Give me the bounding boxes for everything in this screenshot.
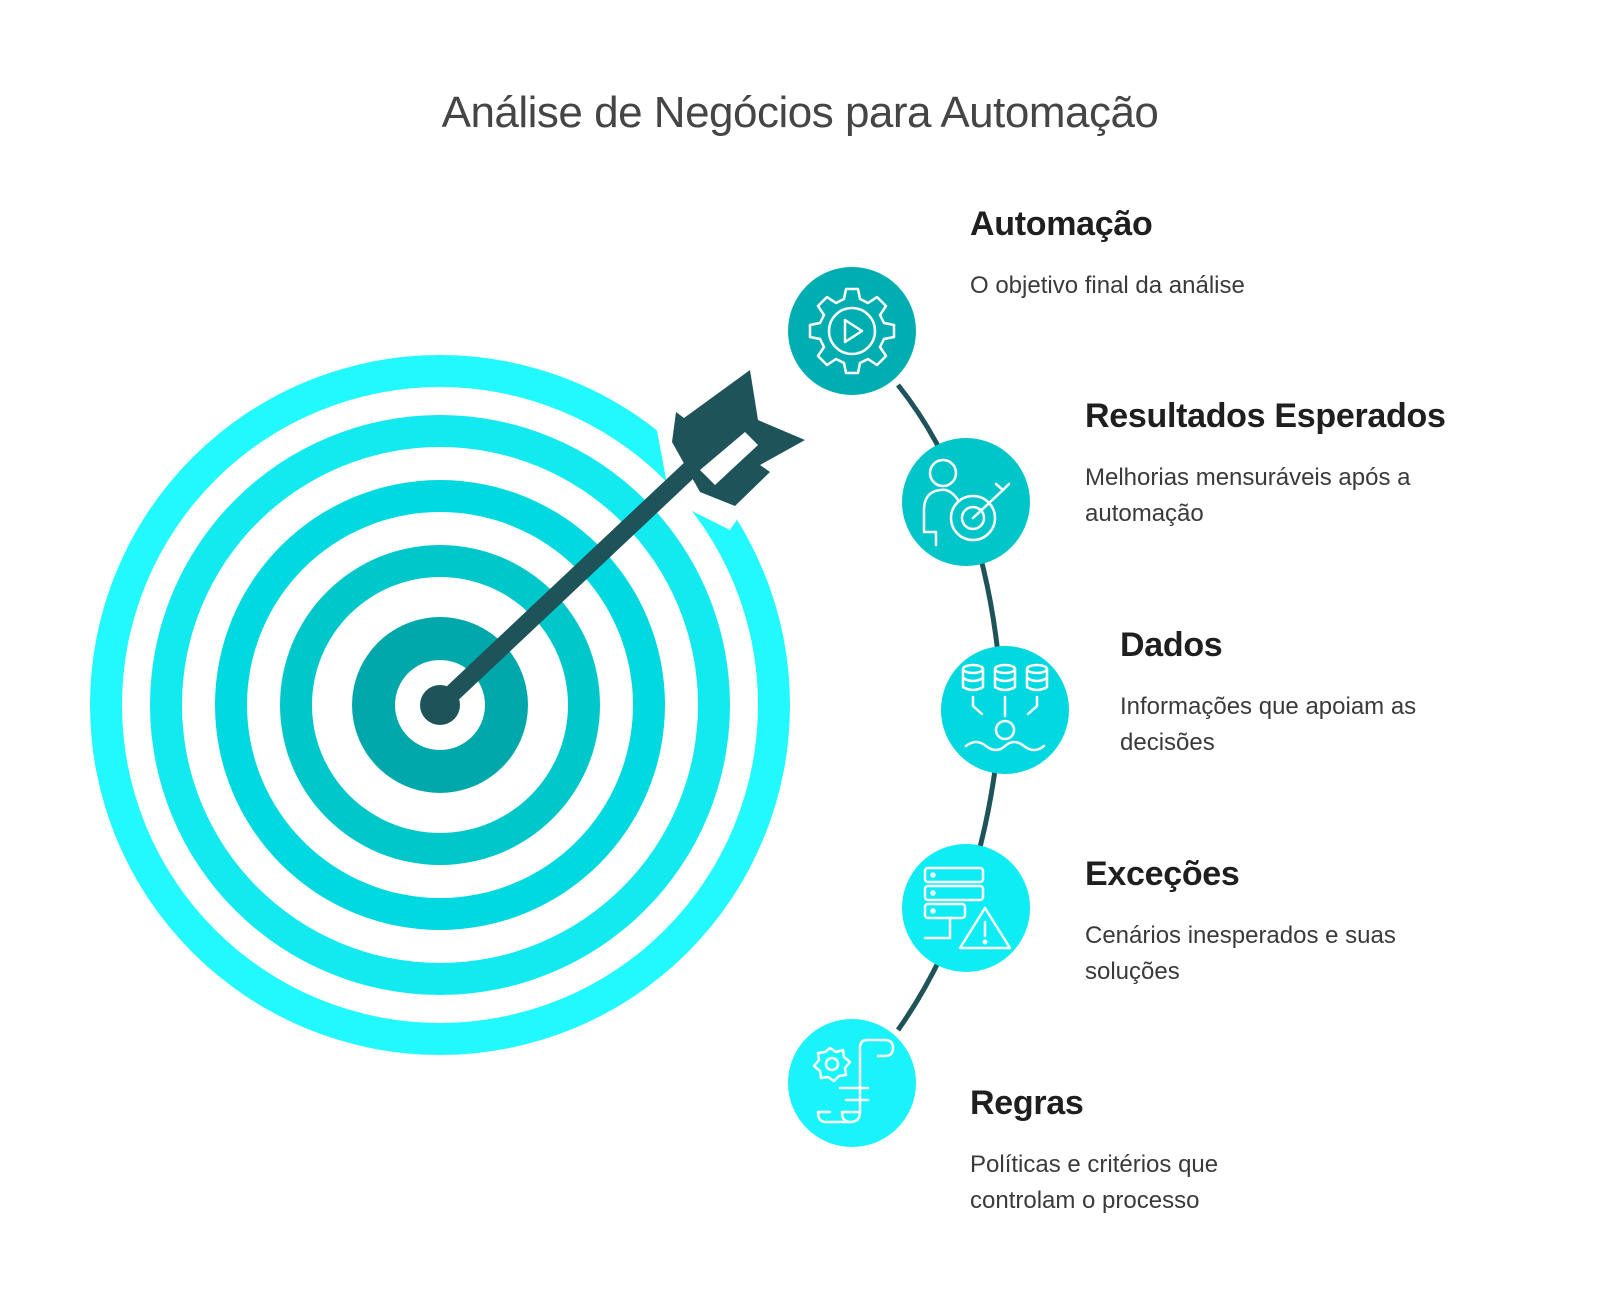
databases-icon [961,663,1049,752]
step-node-3 [941,646,1069,774]
step-desc-dados: Informações que apoiam as decisões [1120,693,1417,756]
step-node-4 [902,844,1030,972]
step-title-excecoes: Exceções [1085,855,1240,893]
person-target-icon [922,458,1011,547]
arrow-tip [420,685,460,725]
page-title: Análise de Negócios para Automação [441,88,1159,137]
step-node-2 [902,438,1030,566]
step-node-5 [788,1019,916,1147]
step-title-dados: Dados [1120,626,1223,664]
step-node-1 [788,267,916,395]
step-circle [902,438,1030,566]
gear-play-icon [808,287,896,375]
server-warning-icon [923,866,1012,950]
step-desc-regras: Políticas e critérios que controlam o pr… [970,1151,1219,1214]
step-title-regras: Regras [970,1084,1084,1122]
step-circle [788,1019,916,1147]
arrow-notch [700,432,758,485]
step-title-resultados: Resultados Esperados [1085,397,1446,435]
gear-scroll-icon [812,1038,895,1124]
step-desc-resultados: Melhorias mensuráveis após a automação [1085,464,1411,527]
arrow [420,370,805,725]
step-desc-automacao: O objetivo final da análise [970,272,1245,299]
step-title-automacao: Automação [970,205,1153,243]
arrow-shaft [433,453,707,712]
step-desc-excecoes: Cenários inesperados e suas soluções [1085,922,1396,985]
step-circle [788,267,916,395]
